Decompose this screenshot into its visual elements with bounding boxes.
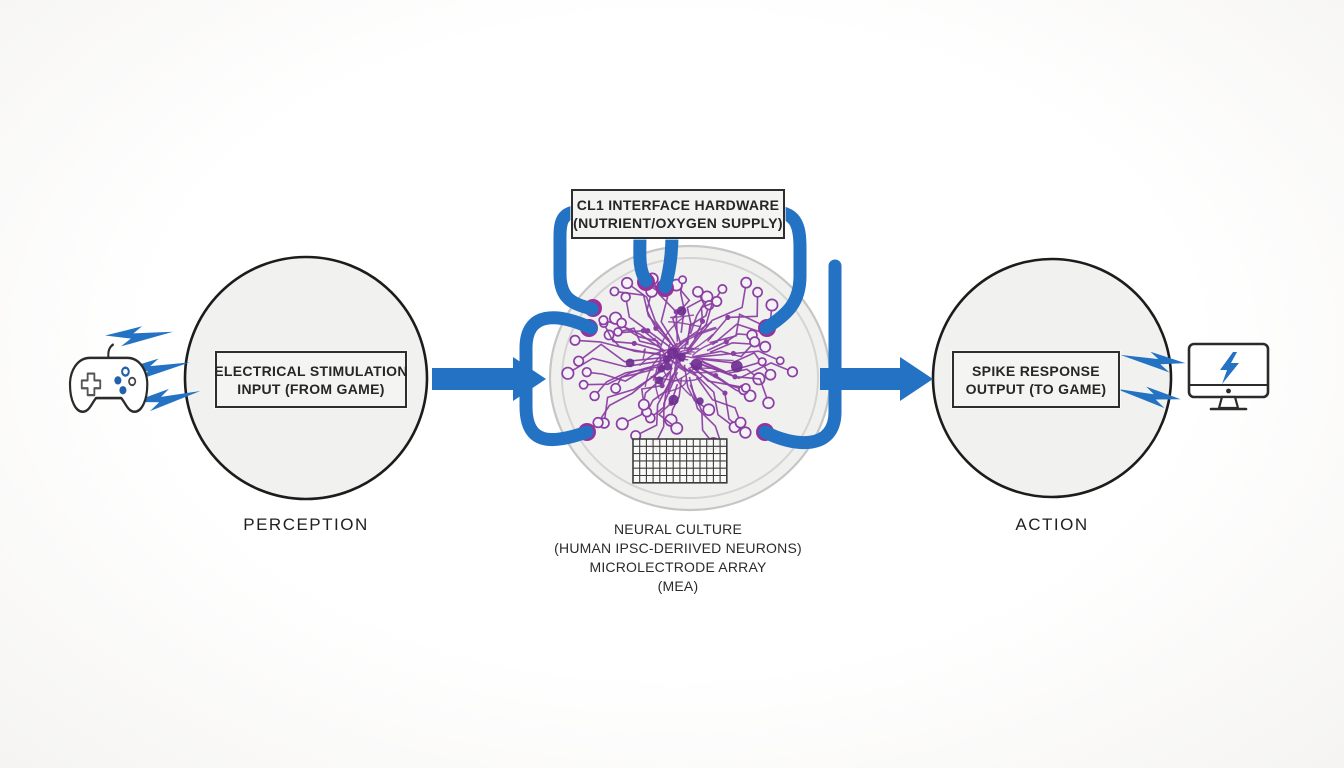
action-stage-label: ACTION bbox=[1015, 515, 1089, 534]
recording-line bbox=[758, 259, 842, 450]
output-box: SPIKE RESPONSE OUTPUT (TO GAME) bbox=[952, 351, 1120, 408]
input-box-line2: INPUT (FROM GAME) bbox=[237, 380, 385, 397]
output-arrow bbox=[820, 357, 933, 401]
culture-caption-line3: MICROLECTRODE ARRAY bbox=[589, 559, 767, 575]
hardware-box: CL1 INTERFACE HARDWARE (NUTRIENT/OXYGEN … bbox=[571, 189, 785, 239]
output-box-line1: SPIKE RESPONSE bbox=[972, 362, 1100, 379]
hardware-box-line2: (NUTRIENT/OXYGEN SUPPLY) bbox=[573, 215, 783, 231]
perception-stage-label: PERCEPTION bbox=[243, 515, 369, 534]
culture-caption: NEURAL CULTURE (HUMAN IPSC-DERIIVED NEUR… bbox=[498, 520, 858, 596]
tube-box-right bbox=[759, 204, 807, 335]
screen-lightning-icon bbox=[1220, 352, 1239, 384]
culture-caption-line2: (HUMAN IPSC-DERIIVED NEURONS) bbox=[554, 540, 802, 556]
tube-box-left bbox=[553, 204, 599, 316]
output-lightning-bolts-icon bbox=[1115, 351, 1186, 409]
neural-culture-network bbox=[561, 272, 799, 451]
monitor-lightning-icon bbox=[1187, 342, 1270, 411]
microelectrode-array-grid bbox=[632, 438, 728, 484]
tube-box-mid-left bbox=[633, 227, 653, 288]
input-box-line1: ELECTRICAL STIMULATION bbox=[214, 362, 408, 379]
culture-caption-line1: NEURAL CULTURE bbox=[613, 521, 743, 537]
input-box: ELECTRICAL STIMULATION INPUT (FROM GAME) bbox=[214, 351, 408, 408]
hardware-box-line1: CL1 INTERFACE HARDWARE bbox=[576, 197, 780, 213]
input-arrow bbox=[432, 357, 546, 401]
tube-box-mid-right bbox=[658, 227, 679, 294]
input-lightning-bolts-icon bbox=[105, 326, 201, 412]
output-box-line2: OUTPUT (TO GAME) bbox=[965, 380, 1107, 397]
gamepad-icon bbox=[68, 343, 149, 414]
culture-caption-line4: (MEA) bbox=[657, 578, 699, 594]
